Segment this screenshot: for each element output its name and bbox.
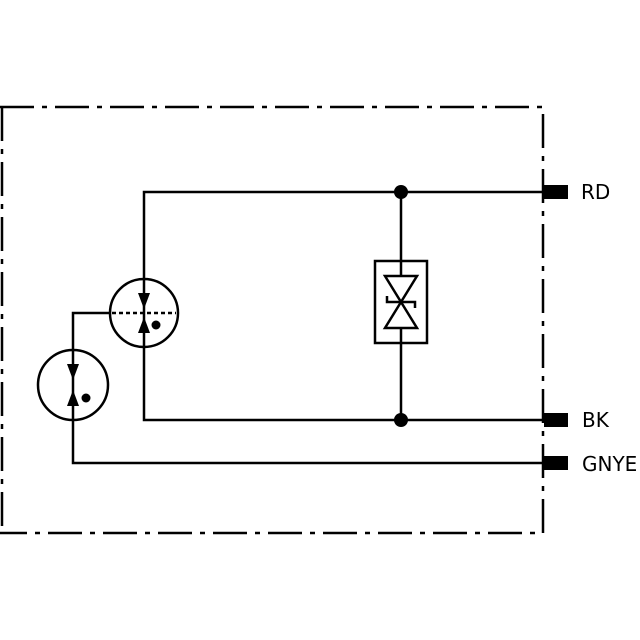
gas-discharge-tube-upper [108,277,180,349]
gas-discharge-tube-lower [36,348,110,422]
tvs-diode [373,259,429,345]
terminal-rd[interactable] [544,185,568,199]
wire-bk [142,345,543,422]
wire-rd [142,190,543,280]
wire-gnye [71,420,543,465]
terminal-bk[interactable] [544,413,568,427]
label-bk: BK [582,408,610,432]
terminal-gnye[interactable] [544,456,568,470]
junction-dot-bottom [394,413,408,427]
junction-dot-top [394,185,408,199]
label-rd: RD [581,180,610,204]
label-gnye: GNYE [582,452,637,476]
device-enclosure [0,105,545,535]
